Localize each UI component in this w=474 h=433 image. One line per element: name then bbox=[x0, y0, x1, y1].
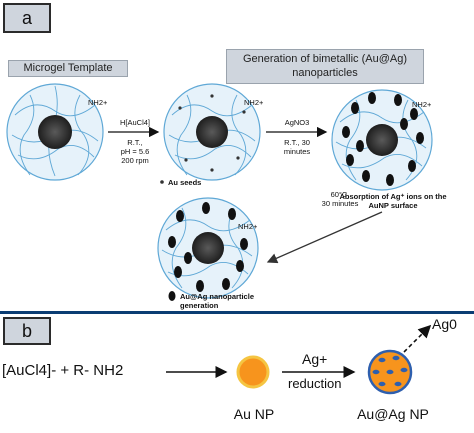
generation-title-label: Generation of bimetallic (Au@Ag) nanopar… bbox=[226, 49, 424, 84]
au-np-sphere bbox=[236, 355, 270, 389]
step2-line3: minutes bbox=[283, 147, 311, 156]
nh2-label-3: NH2+ bbox=[412, 100, 432, 109]
auag-legend-dot bbox=[168, 291, 176, 301]
absorption-label: Absorption of Ag⁺ ions on the AuNP surfa… bbox=[339, 192, 447, 210]
au-np-label: Au NP bbox=[233, 406, 275, 422]
step1-line2: R.T., bbox=[127, 138, 143, 147]
generation-label: Au@Ag nanoparticle generation bbox=[180, 292, 254, 310]
reduction-label: reduction bbox=[288, 376, 342, 391]
step2-line1: AgNO3 bbox=[284, 118, 310, 127]
nh2-label-1: NH2+ bbox=[88, 98, 108, 107]
microgel-4-core bbox=[192, 232, 224, 264]
ag0-label: Ag0 bbox=[432, 316, 457, 332]
auag-np-sphere bbox=[367, 349, 413, 395]
panel-b-tag: b bbox=[3, 317, 51, 345]
reactant-equation: [AuCl4]- + R- NH2 bbox=[2, 362, 124, 379]
arrow-step3 bbox=[266, 211, 383, 264]
nh2-label-2: NH2+ bbox=[244, 98, 264, 107]
microgel-template-label: Microgel Template bbox=[8, 60, 128, 77]
ag-plus-label: Ag+ bbox=[302, 351, 328, 367]
microgel-1 bbox=[6, 83, 104, 181]
microgel-3-core bbox=[366, 124, 398, 156]
microgel-2-core bbox=[196, 116, 228, 148]
step3-line1: 60°C, bbox=[330, 190, 350, 199]
nh2-label-4: NH2+ bbox=[238, 222, 258, 231]
microgel-1-core bbox=[38, 115, 72, 149]
microgel-4 bbox=[157, 197, 259, 299]
step2-line2: R.T., 30 bbox=[284, 138, 310, 147]
step3-line2: 30 minutes bbox=[321, 199, 359, 208]
microgel-2 bbox=[163, 83, 261, 181]
au-seed-legend-dot bbox=[160, 180, 164, 184]
panel-separator bbox=[0, 311, 474, 314]
microgel-3 bbox=[331, 89, 433, 191]
au-seeds-label: Au seeds bbox=[168, 178, 202, 187]
step1-line4: 200 rpm bbox=[121, 156, 149, 165]
step1-line3: pH = 5.6 bbox=[120, 147, 150, 156]
panel-a-tag: a bbox=[3, 3, 51, 33]
arrow-ag0-dashed bbox=[403, 324, 432, 353]
auag-np-label: Au@Ag NP bbox=[357, 406, 429, 422]
step1-line1: H[AuCl4] bbox=[119, 118, 150, 127]
